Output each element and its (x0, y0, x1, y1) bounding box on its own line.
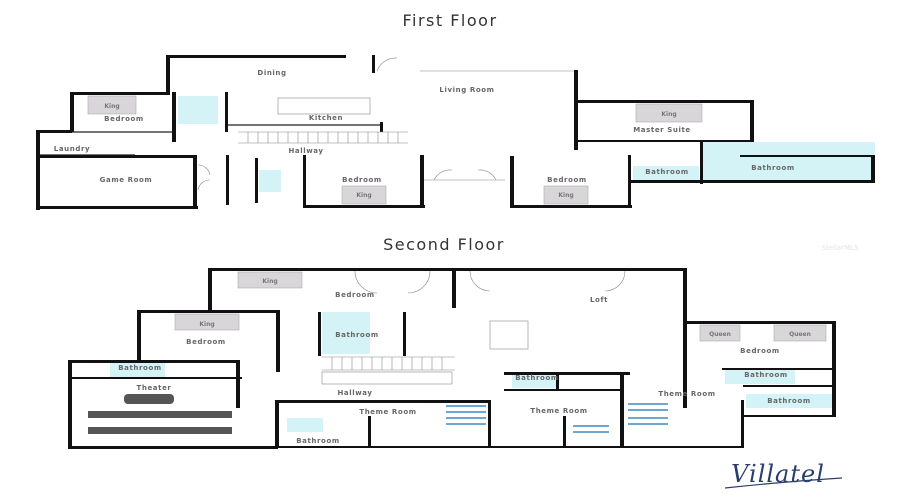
room-hallway: Hallway (288, 147, 323, 155)
room-bathroom-master: Bathroom (751, 164, 795, 172)
room-bathroom-theme2: Bathroom (515, 374, 559, 382)
room-theme-room-2: Theme Room (530, 407, 587, 415)
room-dining: Dining (257, 69, 286, 77)
room-bathroom-center: Bathroom (335, 331, 379, 339)
room-hallway: Hallway (337, 389, 372, 397)
room-bathroom: Bathroom (645, 168, 689, 176)
room-laundry: Laundry (54, 145, 90, 153)
bed-label-queen: Queen (709, 331, 731, 338)
logo-underline (724, 477, 843, 489)
bed-label-king: King (356, 192, 371, 199)
room-bedroom-center: Bedroom (342, 176, 382, 184)
bathroom-fixture (178, 96, 218, 124)
bed-king (87, 95, 137, 115)
watermark: StellarMLS (822, 244, 859, 252)
room-living-room: Living Room (439, 86, 494, 94)
room-bedroom-right: Bedroom (547, 176, 587, 184)
bed-label-king: King (199, 321, 214, 328)
bed-label-queen: Queen (789, 331, 811, 338)
room-theme-room-1: Theme Room (359, 408, 416, 416)
room-bathroom-theater: Bathroom (118, 364, 162, 372)
room-theater: Theater (137, 384, 172, 392)
bed-label-king: King (661, 111, 676, 118)
room-bathroom-bottom: Bathroom (296, 437, 340, 445)
second-floor-title: Second Floor (383, 235, 505, 254)
room-loft: Loft (590, 296, 608, 304)
room-bedroom-top: Bedroom (335, 291, 375, 299)
room-bathroom-right-bottom: Bathroom (767, 397, 811, 405)
room-kitchen: Kitchen (309, 114, 343, 122)
room-bedroom-right: Bedroom (740, 347, 780, 355)
room-bathroom-right-top: Bathroom (744, 371, 788, 379)
first-floor-title: First Floor (402, 11, 497, 30)
bed-label-king: King (262, 278, 277, 285)
villatel-logo: Villatel (731, 460, 825, 488)
second-floor-plan (68, 268, 836, 449)
room-master-suite: Master Suite (633, 126, 691, 134)
bed-label-king: King (104, 103, 119, 110)
room-bedroom-left: Bedroom (186, 338, 226, 346)
bed-label-king: King (558, 192, 573, 199)
room-theme-room-3: Theme Room (658, 390, 715, 398)
room-bedroom-left: Bedroom (104, 115, 144, 123)
room-game-room: Game Room (100, 176, 153, 184)
first-floor-plan (36, 55, 875, 210)
